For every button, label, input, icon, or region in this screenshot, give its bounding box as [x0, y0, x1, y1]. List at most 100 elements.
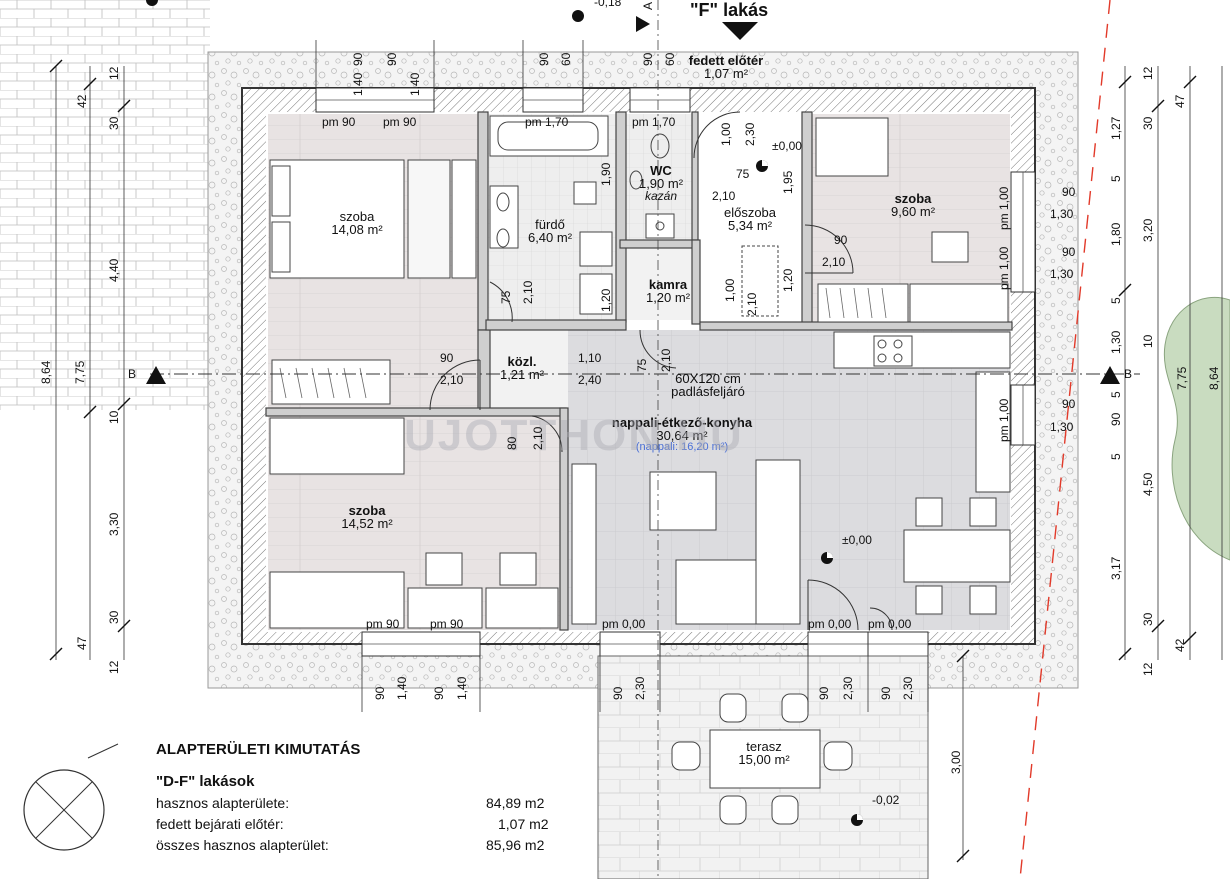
attic-hatch-note: 60X120 cm padlásfeljáró: [671, 372, 745, 398]
dim-label: 90: [432, 686, 446, 700]
room-szoba-right: szoba 9,60 m²: [891, 192, 935, 218]
summary-row-label: összes hasznos alapterület:: [156, 837, 329, 853]
room-area: 9,60 m²: [890, 204, 936, 219]
dim-label: 1,20: [781, 268, 795, 292]
room-eloszoba: előszoba 5,34 m²: [724, 206, 776, 232]
dim-label: 12: [1141, 66, 1155, 80]
dim-label: 2,10: [822, 255, 846, 269]
dim-label: 30: [1141, 612, 1155, 626]
room-sub-area: (nappali: 16,20 m²): [635, 441, 729, 453]
window-label: pm 90: [430, 617, 464, 631]
dim-label: 60: [559, 52, 573, 66]
section-a-label: A: [641, 1, 655, 10]
room-kamra: kamra 1,20 m²: [646, 278, 690, 304]
level-entry: ±0,00: [772, 139, 802, 153]
attic-label: padlásfeljáró: [671, 384, 745, 399]
summary-row-value: 85,96 m2: [486, 837, 545, 853]
level-living: ±0,00: [842, 533, 872, 547]
dim-label: 1,30: [1050, 420, 1074, 434]
dim-label: 2,10: [440, 373, 464, 387]
dim-label: 47: [75, 636, 89, 650]
room-name: fürdő: [535, 217, 565, 232]
dim-label: 90: [1062, 245, 1076, 259]
dim-label: 2,10: [521, 280, 535, 304]
room-szoba-bottom-left: szoba 14,52 m²: [341, 504, 392, 530]
dim-label: 12: [1141, 662, 1155, 676]
dim-label: 2,30: [633, 676, 647, 700]
room-name: szoba: [339, 209, 375, 224]
dim-label: 90: [351, 52, 365, 66]
window-label: pm 0,00: [808, 617, 852, 631]
dim-label: 30: [1141, 116, 1155, 130]
dim-label: 1,95: [781, 170, 795, 194]
dim-label: 4,50: [1141, 472, 1155, 496]
dim-label: 3,17: [1109, 556, 1123, 580]
room-name: nappali-étkező-konyha: [611, 415, 753, 430]
window-label: pm 1,00: [997, 246, 1011, 290]
dim-label: 1,40: [455, 676, 469, 700]
dim-label: 5: [1109, 391, 1123, 398]
dim-label: 12: [107, 660, 121, 674]
room-area: 1,07 m²: [703, 66, 749, 81]
dim-label: 47: [1173, 94, 1187, 108]
room-area: 14,52 m²: [341, 516, 393, 531]
summary-row-label: fedett bejárati előtér:: [156, 816, 284, 832]
dim-label: 12: [107, 66, 121, 80]
dim-label: 3,20: [1141, 218, 1155, 242]
room-name: terasz: [746, 739, 782, 754]
dim-label: 7,75: [1175, 366, 1189, 390]
room-name: közl.: [507, 354, 537, 369]
summary-title: ALAPTERÜLETI KIMUTATÁS: [156, 741, 361, 758]
dim-label: 90: [440, 351, 454, 365]
dim-label: 90: [537, 52, 551, 66]
dim-label: 5: [1109, 175, 1123, 182]
dim-label: 1,80: [1109, 222, 1123, 246]
room-area: 1,20 m²: [645, 290, 691, 305]
dim-label: 42: [1173, 638, 1187, 652]
room-note: kazán: [644, 189, 678, 203]
room-area: 1,21 m²: [499, 367, 545, 382]
window-label: pm 1,70: [632, 115, 676, 129]
room-area: 6,40 m²: [527, 230, 573, 245]
dim-label: 1,40: [351, 72, 365, 96]
dim-label: 1,30: [1050, 267, 1074, 281]
section-b-right: B: [1124, 367, 1133, 381]
dim-label: 1,00: [719, 122, 733, 146]
watermark: UJOTTHON.HU: [404, 411, 744, 460]
window-label: pm 90: [383, 115, 417, 129]
room-area: 1,90 m²: [638, 176, 684, 191]
dim-label: 80: [505, 436, 519, 450]
dim-label: 3,30: [107, 512, 121, 536]
dim-label: 75: [499, 290, 513, 304]
room-area: 30,64 m²: [656, 428, 708, 443]
dim-label: 90: [373, 686, 387, 700]
attic-size: 60X120 cm: [675, 371, 741, 386]
room-area: 15,00 m²: [738, 752, 790, 767]
dim-label: 1,10: [578, 351, 602, 365]
room-fedett-eloter: fedett előtér 1,07 m²: [689, 54, 763, 80]
dim-label: 90: [834, 233, 848, 247]
dim-label: 2,10: [712, 189, 736, 203]
summary-row-label: hasznos alapterülete:: [156, 795, 290, 811]
summary-row-value: 84,89 m2: [486, 795, 545, 811]
dim-label: 90: [1062, 397, 1076, 411]
room-name: szoba: [894, 191, 932, 206]
dim-label: 8,64: [39, 360, 53, 384]
dim-label: 90: [1109, 412, 1123, 426]
room-name: WC: [650, 163, 672, 178]
dim-label: 3,00: [949, 750, 963, 774]
dim-label: 2,30: [901, 676, 915, 700]
room-name: előszoba: [723, 205, 777, 220]
dim-label: 2,40: [578, 373, 602, 387]
dim-label: 10: [1141, 334, 1155, 348]
window-label: pm 0,00: [868, 617, 912, 631]
dim-label: 1,20: [599, 288, 613, 312]
dim-label: 4,40: [107, 258, 121, 282]
window-label: pm 0,00: [602, 617, 646, 631]
dim-label: 60: [663, 52, 677, 66]
dim-label: 1,40: [408, 72, 422, 96]
window-label: pm 1,00: [997, 398, 1011, 442]
room-szoba-top-left: szoba 14,08 m²: [331, 210, 382, 236]
window-label: pm 1,00: [997, 186, 1011, 230]
